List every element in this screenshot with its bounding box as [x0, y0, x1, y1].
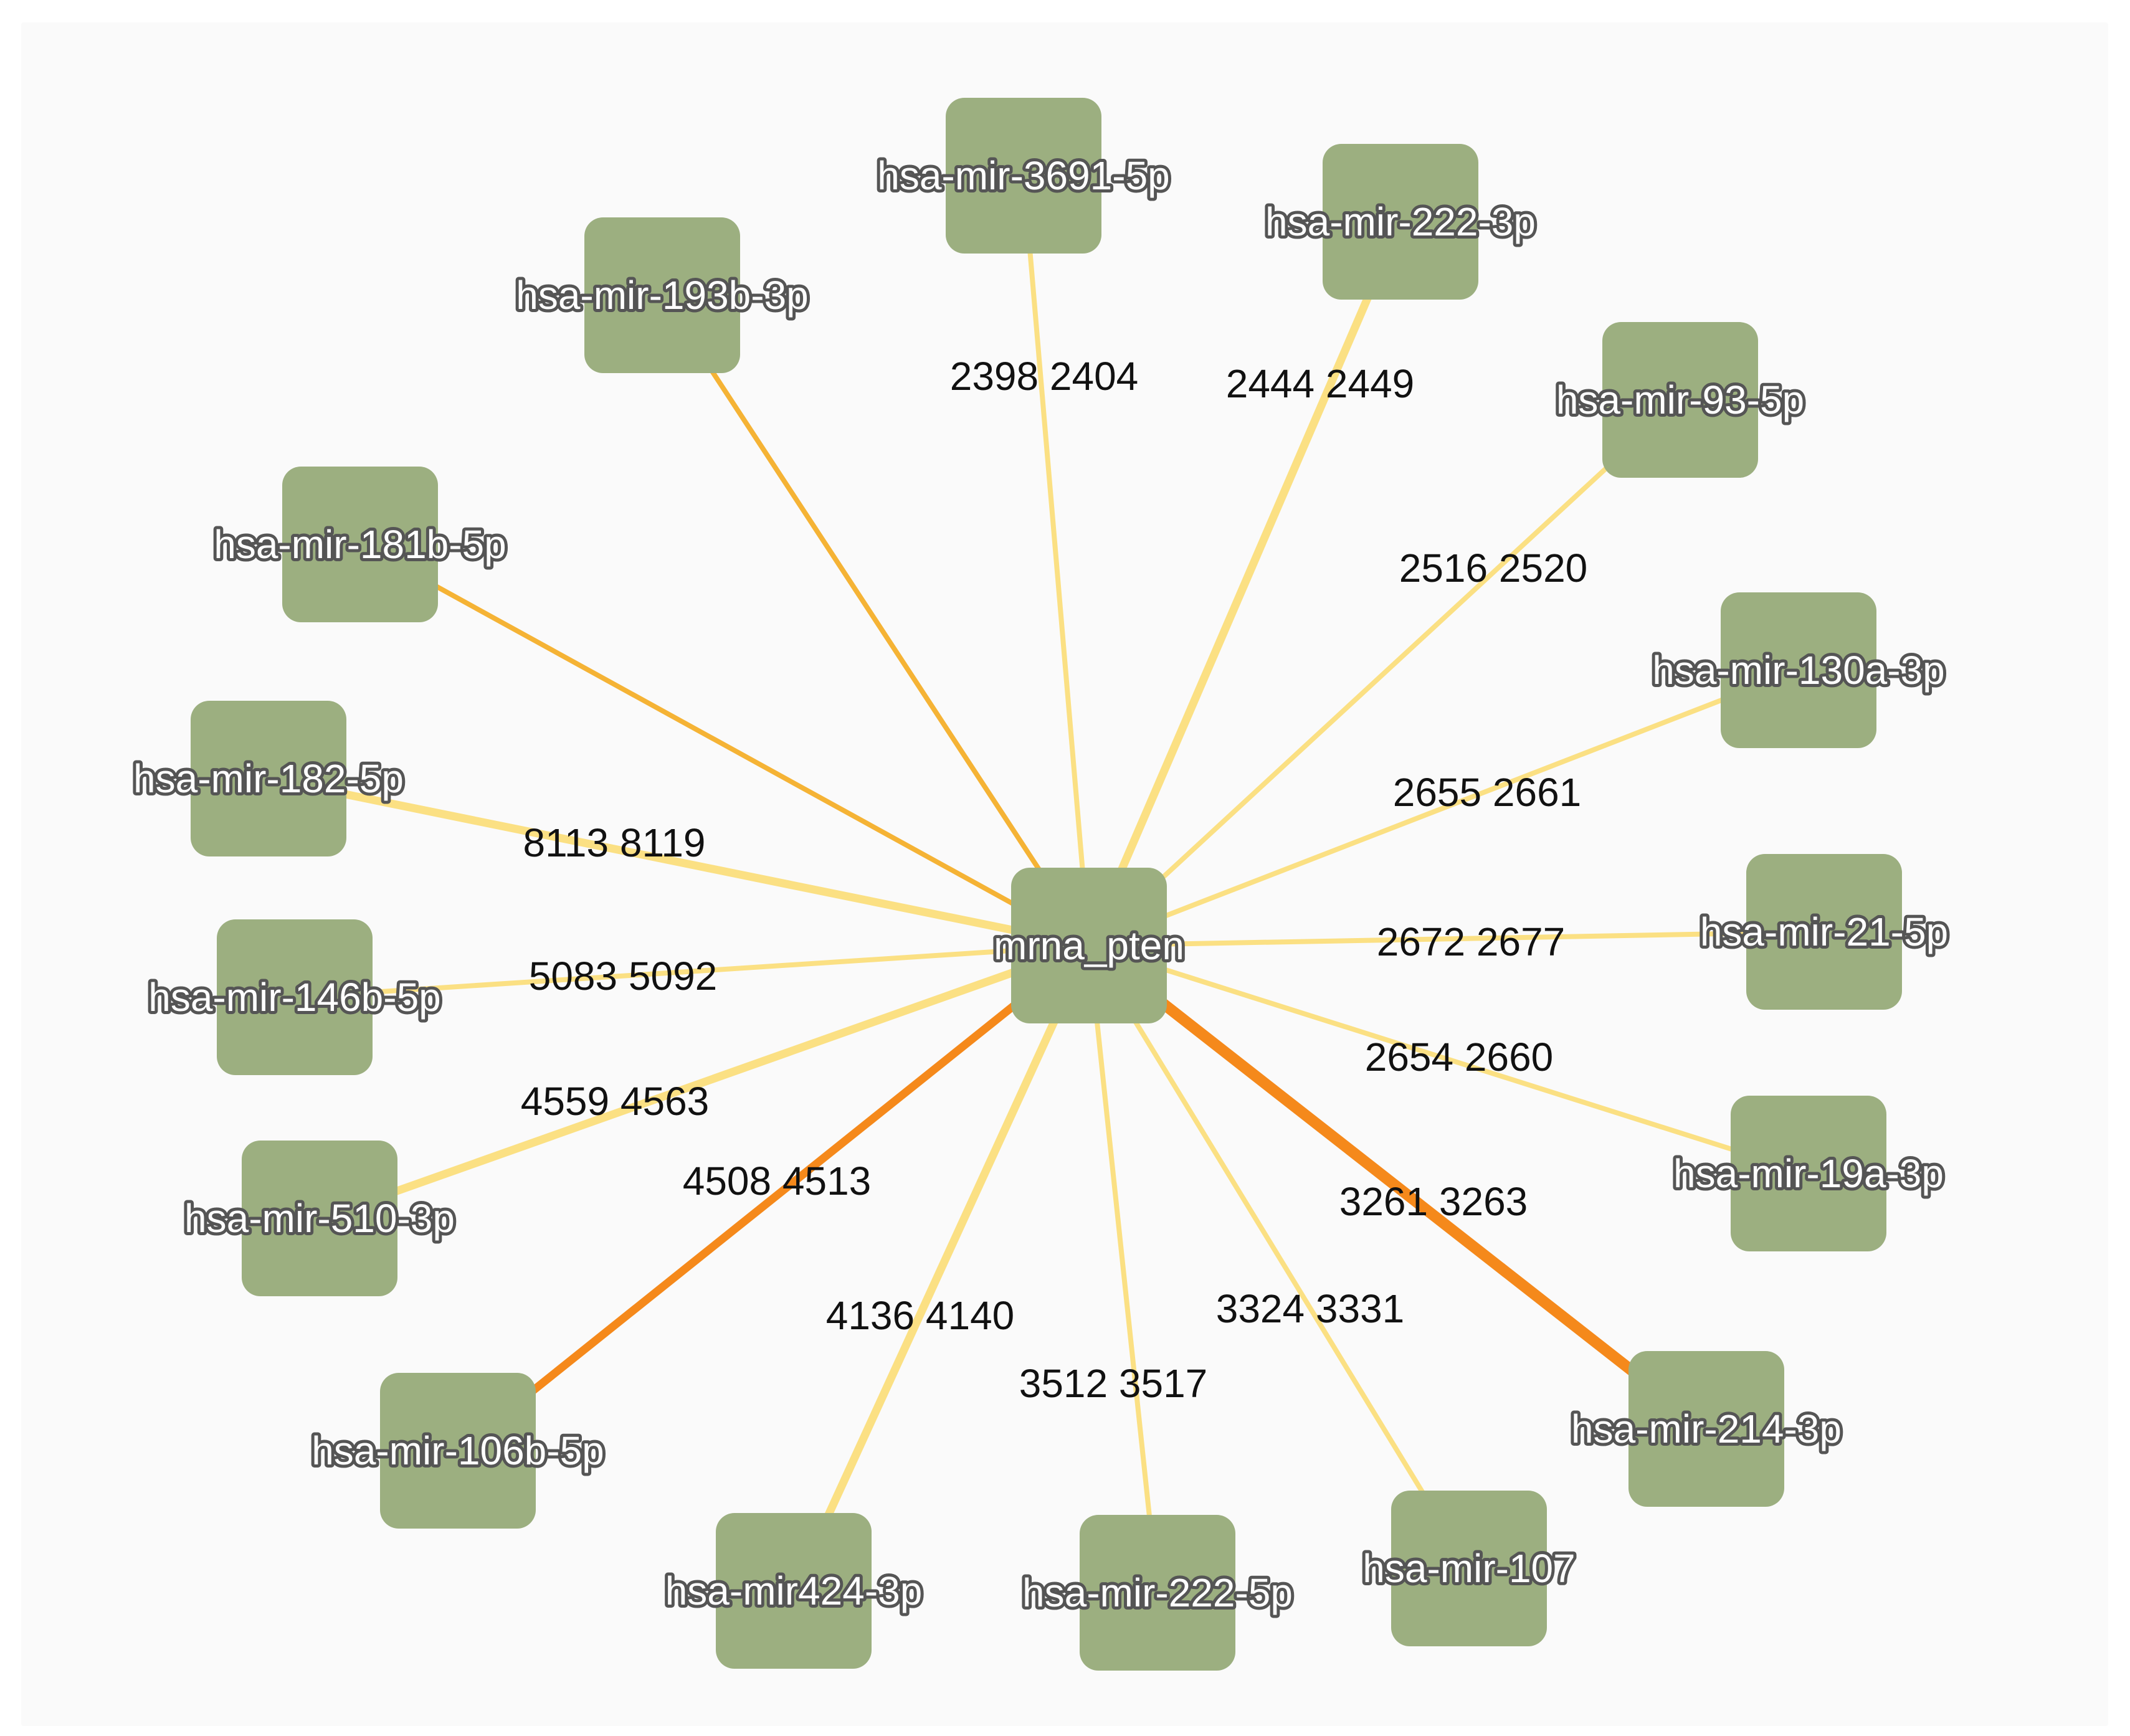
node-center-mrna_pten[interactable]: mrna_pten — [991, 868, 1187, 1023]
node-hsa-mir-222-5p-label: hsa-mir-222-5p — [1022, 1570, 1293, 1615]
node-hsa-mir-222-3p[interactable]: hsa-mir-222-3p — [1262, 144, 1539, 300]
edge-hsa-mir-510-3p[interactable] — [318, 941, 1091, 1223]
edge-label-hsa-mir-106b-5p: 4508 4513 — [683, 1159, 872, 1203]
edge-hsa-mir-107[interactable] — [1086, 944, 1472, 1570]
node-hsa-mir-107-label: hsa-mir-107 — [1362, 1546, 1575, 1591]
node-hsa-mir-130a-3p[interactable]: hsa-mir-130a-3p — [1649, 592, 1948, 748]
edge-hsa-mir424-3p[interactable] — [790, 944, 1093, 1593]
node-hsa-mir-193b-3p-label: hsa-mir-193b-3p — [516, 273, 809, 318]
edge-labels-layer: 2398 2404 2444 2449 2516 2520 2655 2661 8113… — [521, 354, 1588, 1406]
edge-hsa-mir-214-3p[interactable] — [1085, 941, 1710, 1434]
edge-hsa-mir-21-5p[interactable] — [1088, 929, 1825, 948]
node-hsa-mir-21-5p-box[interactable] — [1746, 854, 1902, 1010]
node-hsa-mir-510-3p-label: hsa-mir-510-3p — [184, 1196, 455, 1241]
node-hsa-mir-182-5p[interactable]: hsa-mir-182-5p — [130, 701, 407, 856]
node-hsa-mir-214-3p[interactable]: hsa-mir-214-3p — [1568, 1351, 1845, 1507]
node-hsa-mir-510-3p[interactable]: hsa-mir-510-3p — [181, 1141, 458, 1296]
edge-label-hsa-mir-130a-3p: 2655 2661 — [1393, 770, 1582, 815]
node-hsa-mir424-3p[interactable]: hsa-mir424-3p — [662, 1513, 925, 1669]
node-hsa-mir-181b-5p-box[interactable] — [282, 467, 438, 622]
nodes-layer: hsa-mir-3691-5p hsa-mir-222-3p hsa-mir-193… — [130, 98, 1951, 1671]
edge-label-hsa-mir-21-5p: 2672 2677 — [1377, 919, 1566, 964]
node-hsa-mir-3691-5p-box[interactable] — [946, 98, 1101, 254]
node-hsa-mir-3691-5p[interactable]: hsa-mir-3691-5p — [874, 98, 1173, 254]
node-hsa-mir-106b-5p-label: hsa-mir-106b-5p — [311, 1428, 604, 1473]
node-hsa-mir-21-5p[interactable]: hsa-mir-21-5p — [1697, 854, 1951, 1010]
edge-label-hsa-mir-222-5p: 3512 3517 — [1019, 1361, 1208, 1406]
node-hsa-mir-182-5p-label: hsa-mir-182-5p — [133, 756, 404, 801]
node-hsa-mir-106b-5p[interactable]: hsa-mir-106b-5p — [308, 1373, 607, 1529]
edge-label-hsa-mir-214-3p: 3261 3263 — [1339, 1179, 1528, 1224]
edge-hsa-mir-3691-5p[interactable] — [1021, 175, 1091, 946]
edge-label-hsa-mir424-3p: 4136 4140 — [826, 1293, 1015, 1338]
node-hsa-mir-214-3p-label: hsa-mir-214-3p — [1571, 1406, 1842, 1451]
node-hsa-mir-19a-3p-box[interactable] — [1731, 1096, 1886, 1251]
node-hsa-mir-222-5p-box[interactable] — [1080, 1515, 1235, 1671]
node-hsa-mir-222-3p-box[interactable] — [1323, 144, 1478, 300]
node-hsa-mir-130a-3p-box[interactable] — [1721, 592, 1876, 748]
node-hsa-mir-181b-5p[interactable]: hsa-mir-181b-5p — [211, 467, 510, 622]
node-hsa-mir-106b-5p-box[interactable] — [380, 1373, 536, 1529]
edge-label-hsa-mir-19a-3p: 2654 2660 — [1365, 1035, 1554, 1079]
node-hsa-mir-19a-3p[interactable]: hsa-mir-19a-3p — [1670, 1096, 1947, 1251]
edge-label-hsa-mir-93-5p: 2516 2520 — [1399, 546, 1588, 591]
edge-hsa-mir-193b-3p[interactable] — [660, 293, 1091, 947]
node-center-mrna_pten-label: mrna_pten — [994, 923, 1184, 968]
edge-hsa-mir-146b-5p[interactable] — [294, 943, 1090, 1000]
node-hsa-mir-130a-3p-label: hsa-mir-130a-3p — [1652, 648, 1945, 693]
node-hsa-mir-193b-3p-box[interactable] — [584, 217, 740, 373]
edges-layer — [267, 175, 1825, 1593]
node-hsa-mir-3691-5p-label: hsa-mir-3691-5p — [877, 153, 1170, 198]
edge-label-hsa-mir-222-3p: 2444 2449 — [1226, 361, 1415, 406]
edge-label-hsa-mir-510-3p: 4559 4563 — [521, 1079, 710, 1124]
node-hsa-mir-146b-5p-box[interactable] — [217, 919, 373, 1075]
node-hsa-mir424-3p-label: hsa-mir424-3p — [665, 1568, 923, 1613]
edge-label-hsa-mir-182-5p: 8113 8119 — [523, 820, 705, 865]
node-hsa-mir-193b-3p[interactable]: hsa-mir-193b-3p — [513, 217, 812, 373]
edge-hsa-mir-130a-3p[interactable] — [1088, 668, 1800, 948]
node-hsa-mir-107-box[interactable] — [1391, 1491, 1547, 1646]
node-hsa-mir-510-3p-box[interactable] — [242, 1141, 397, 1296]
node-hsa-mir-222-5p[interactable]: hsa-mir-222-5p — [1019, 1515, 1296, 1671]
edge-hsa-mir-182-5p[interactable] — [267, 774, 1090, 950]
node-hsa-mir-93-5p[interactable]: hsa-mir-93-5p — [1553, 322, 1807, 478]
edge-label-hsa-mir-107: 3324 3331 — [1216, 1286, 1405, 1331]
node-hsa-mir-107[interactable]: hsa-mir-107 — [1359, 1491, 1579, 1646]
edge-hsa-mir-181b-5p[interactable] — [359, 542, 1090, 948]
node-center-mrna_pten-box[interactable] — [1011, 868, 1167, 1023]
edge-hsa-mir-222-5p[interactable] — [1086, 945, 1160, 1593]
edge-label-hsa-mir-146b-5p: 5083 5092 — [529, 954, 718, 998]
node-hsa-mir-21-5p-label: hsa-mir-21-5p — [1700, 909, 1948, 954]
node-hsa-mir-93-5p-box[interactable] — [1602, 322, 1758, 478]
node-hsa-mir-214-3p-box[interactable] — [1628, 1351, 1784, 1507]
edge-label-hsa-mir-3691-5p: 2398 2404 — [950, 354, 1139, 399]
node-hsa-mir-222-3p-label: hsa-mir-222-3p — [1265, 199, 1536, 244]
edge-hsa-mir-106b-5p[interactable] — [455, 942, 1092, 1454]
node-hsa-mir-19a-3p-label: hsa-mir-19a-3p — [1673, 1151, 1944, 1196]
node-hsa-mir424-3p-box[interactable] — [716, 1513, 872, 1669]
node-hsa-mir-181b-5p-label: hsa-mir-181b-5p — [214, 522, 506, 567]
node-hsa-mir-146b-5p-label: hsa-mir-146b-5p — [148, 975, 441, 1020]
edge-hsa-mir-93-5p[interactable] — [1087, 398, 1682, 947]
node-hsa-mir-146b-5p[interactable]: hsa-mir-146b-5p — [145, 919, 444, 1075]
edge-hsa-mir-19a-3p[interactable] — [1088, 943, 1810, 1176]
edge-hsa-mir-222-3p[interactable] — [1085, 220, 1404, 947]
node-hsa-mir-93-5p-label: hsa-mir-93-5p — [1556, 377, 1804, 422]
node-hsa-mir-182-5p-box[interactable] — [191, 701, 346, 856]
